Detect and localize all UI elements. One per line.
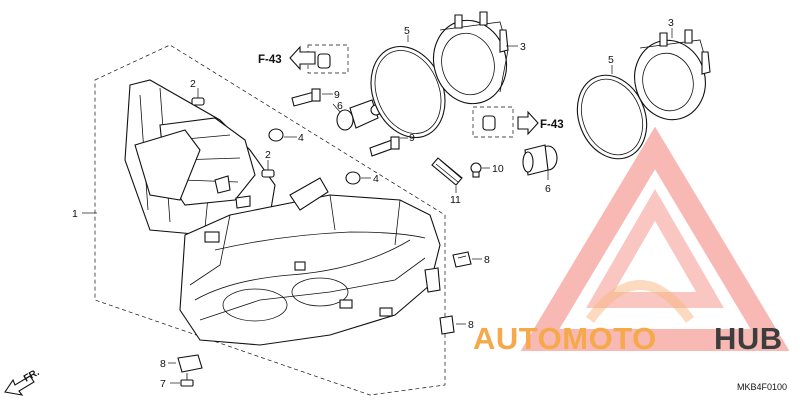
label-part-4a: 4 [298, 132, 304, 144]
label-part-2b: 2 [265, 149, 271, 161]
label-part-1: 1 [72, 208, 78, 220]
part-8-clip-bottom [168, 354, 203, 373]
watermark-triangle-inner [586, 189, 724, 308]
part-9-bolt-lower [369, 136, 408, 157]
part-6-bulb-right [522, 144, 558, 180]
watermark-triangle-outer [520, 126, 790, 351]
part-4-grommet-lower [345, 171, 371, 185]
label-part-9b: 9 [409, 132, 415, 144]
label-part-8a: 8 [484, 254, 490, 266]
label-part-5a: 5 [404, 25, 410, 37]
label-part-4b: 4 [373, 173, 379, 185]
part-labels: 1 2 2 3 3 4 4 5 5 6 6 7 8 8 8 9 9 10 11 [72, 17, 674, 390]
ref-f43-right: F-43 [472, 106, 564, 138]
label-part-3a: 3 [520, 41, 526, 53]
ref-f43-left: F-43 [258, 44, 349, 74]
front-direction-arrow: FR. [4, 367, 42, 396]
assembly-boundary [94, 44, 446, 396]
part-3-cover-left [433, 11, 518, 105]
ref-f43-right-text: F-43 [540, 119, 564, 131]
label-part-7: 7 [160, 378, 166, 390]
watermark-text-part2: HUB [714, 321, 783, 356]
label-part-11: 11 [450, 194, 461, 206]
part-3-cover-right [634, 28, 711, 121]
part-11-bulb [431, 157, 463, 193]
label-part-5b: 5 [608, 54, 614, 66]
part-8-clip-right-upper [452, 251, 482, 268]
part-9-bolt-upper [291, 88, 333, 107]
label-part-6b: 6 [545, 183, 551, 195]
watermark-logo [520, 126, 790, 351]
part-5-seal-left [370, 35, 446, 139]
watermark-swoosh [585, 280, 695, 323]
part-10-socket [470, 162, 490, 178]
part-7-screw [170, 373, 194, 387]
watermark-text-part1: AUTOMOTO [473, 321, 657, 356]
label-part-9a: 9 [334, 89, 340, 101]
part-5-seal-right [576, 65, 648, 160]
part-2-screw-lower [261, 160, 275, 178]
headlight-assembly [124, 79, 441, 346]
label-part-8b: 8 [468, 319, 474, 331]
part-6-bulb-left [332, 99, 382, 131]
part-8-clip-right-lower [439, 315, 466, 335]
label-part-10: 10 [492, 163, 504, 175]
label-part-8c: 8 [160, 358, 166, 370]
ref-f43-left-text: F-43 [258, 54, 282, 66]
label-part-2a: 2 [190, 78, 196, 90]
direction-label: FR. [22, 367, 42, 385]
part-4-grommet-upper [268, 128, 297, 142]
label-part-3b: 3 [668, 17, 674, 29]
watermark-text: AUTOMOTO HUB [473, 321, 783, 356]
part-2-screw-upper [191, 88, 205, 106]
diagram-code: MKB4F0100 [737, 382, 787, 392]
label-part-6a: 6 [337, 100, 343, 112]
